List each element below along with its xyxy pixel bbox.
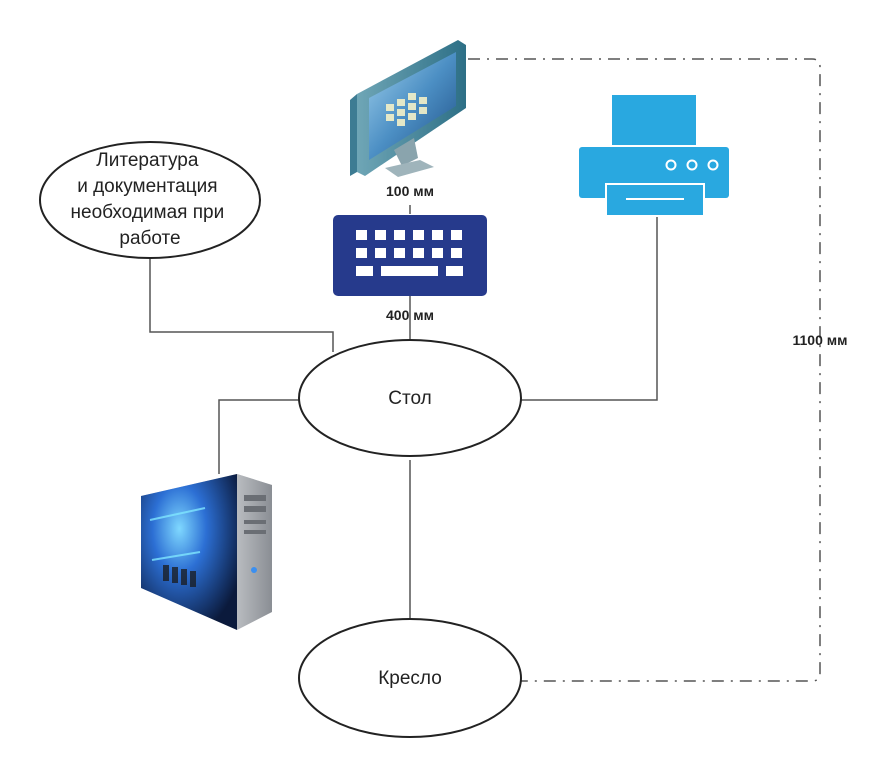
table-ellipse — [298, 339, 522, 457]
keyboard-distance-label: 400 мм — [386, 307, 434, 323]
printer-icon — [579, 95, 729, 217]
monitor-icon — [350, 40, 466, 177]
monitor-distance-label: 100 мм — [386, 183, 434, 199]
connectors — [149, 205, 658, 618]
chair-node: Кресло — [298, 618, 522, 738]
literature-node: Литература и документация необходимая пр… — [39, 141, 261, 259]
printer-connector — [521, 216, 658, 401]
chair-ellipse — [298, 618, 522, 738]
chair-label: Кресло — [378, 668, 442, 689]
table-node: Стол — [298, 339, 522, 457]
literature-ellipse — [39, 141, 261, 259]
distance-dimension-line — [468, 58, 821, 682]
literature-line: и документация — [77, 176, 217, 197]
literature-connector — [149, 258, 334, 352]
computer-connector — [218, 399, 299, 474]
literature-line: Литература — [96, 150, 199, 171]
chair-distance-label: 1100 мм — [793, 332, 848, 348]
computer-case-icon — [141, 474, 272, 630]
literature-line: работе — [119, 228, 180, 249]
literature-label: Литература и документация необходимая пр… — [71, 150, 230, 249]
literature-line: необходимая при — [71, 202, 225, 223]
keyboard-icon — [333, 215, 487, 296]
table-label: Стол — [388, 388, 431, 409]
